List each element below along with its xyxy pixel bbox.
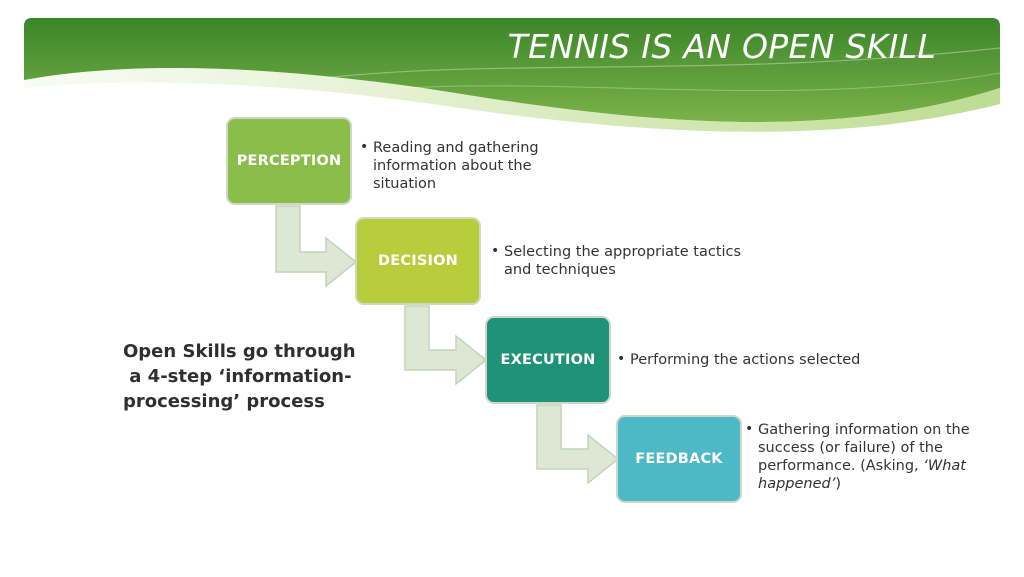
bullet-icon: • [360, 139, 369, 155]
step-label: DECISION [378, 253, 458, 269]
step-label: EXECUTION [500, 352, 596, 368]
side-note: Open Skills go through a 4-step ‘informa… [123, 341, 356, 412]
arrow-perception-decision [275, 205, 358, 288]
step-execution: EXECUTION [485, 316, 611, 404]
header-banner [24, 18, 1000, 132]
step-label: FEEDBACK [635, 451, 723, 467]
execution-description: • Performing the actions selected [617, 351, 861, 368]
step-label: PERCEPTION [236, 153, 342, 169]
arrow-execution-feedback [536, 404, 620, 485]
arrow-decision-execution [404, 305, 488, 386]
slide-title: TENNIS IS AN OPEN SKILL [507, 27, 936, 66]
bullet-icon: • [491, 243, 500, 259]
step-perception: PERCEPTION [226, 117, 352, 205]
step-decision: DECISION [355, 217, 481, 305]
bullet-icon: • [617, 351, 626, 367]
bullet-icon: • [745, 421, 754, 437]
decision-description: • Selecting the appropriate tactics and … [491, 243, 742, 278]
feedback-description: • Gathering information on the success (… [745, 421, 970, 492]
perception-description: • Reading and gathering information abou… [360, 139, 539, 192]
step-feedback: FEEDBACK [616, 415, 742, 503]
